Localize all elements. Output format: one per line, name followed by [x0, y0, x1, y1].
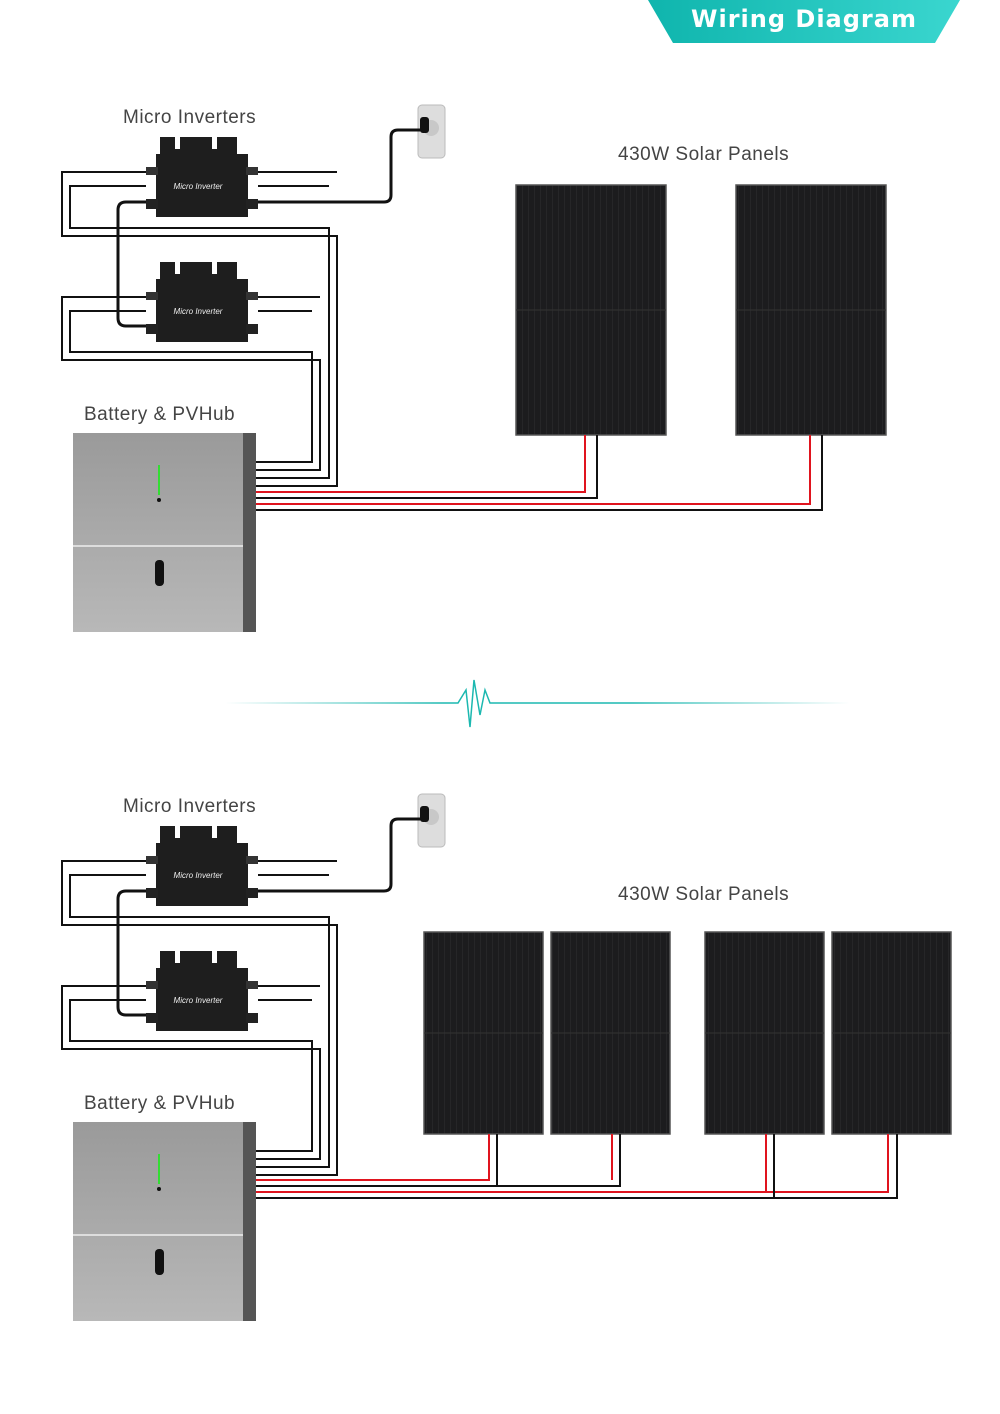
pv-negative-wire — [256, 1134, 775, 1199]
dc-wire — [69, 185, 330, 479]
inverter-model-text: Micro Inverter — [174, 996, 223, 1005]
battery-label: Battery & PVHub — [84, 1093, 236, 1114]
inverters-label: Micro Inverters — [123, 107, 257, 128]
dc-wire — [61, 985, 321, 1160]
solar-panel — [704, 931, 825, 1135]
section-separator — [225, 679, 850, 728]
pv-negative-wire — [256, 435, 823, 511]
pv-negative-wire — [256, 435, 598, 499]
dc-wire — [69, 310, 313, 463]
power-button — [155, 1249, 164, 1275]
panels-label: 430W Solar Panels — [618, 144, 790, 165]
solar-panel — [550, 931, 671, 1135]
solar-panel — [831, 931, 952, 1135]
micro-inverter: Micro Inverter — [146, 826, 258, 906]
solar-panel — [515, 184, 667, 436]
solar-panel — [735, 184, 887, 436]
inverter-model-text: Micro Inverter — [174, 307, 223, 316]
solar-panel — [423, 931, 544, 1135]
banner-shape — [648, 0, 960, 43]
inverter-model-text: Micro Inverter — [174, 871, 223, 880]
micro-inverter: Micro Inverter — [146, 951, 258, 1031]
dc-wire — [61, 296, 321, 471]
inverters-label: Micro Inverters — [123, 796, 257, 817]
micro-inverter: Micro Inverter — [146, 137, 258, 217]
pv-positive-wire — [256, 1134, 767, 1193]
wall-socket — [417, 793, 446, 848]
battery-pvhub — [73, 433, 256, 632]
ac-cable — [258, 128, 422, 204]
dc-wire — [61, 860, 338, 1176]
dc-wire — [69, 999, 313, 1152]
dc-wire — [69, 874, 330, 1168]
power-button — [155, 560, 164, 586]
panels-label: 430W Solar Panels — [618, 884, 790, 905]
micro-inverter: Micro Inverter — [146, 262, 258, 342]
battery-pvhub — [73, 1122, 256, 1321]
pv-negative-wire — [497, 1134, 621, 1187]
pv-positive-wire — [256, 435, 586, 493]
ac-cable — [258, 817, 422, 893]
inverter-model-text: Micro Inverter — [174, 182, 223, 191]
header-title: Wiring Diagram — [691, 5, 917, 33]
header-banner: Wiring Diagram — [648, 0, 960, 43]
daisy-chain-cable — [116, 889, 146, 1017]
battery-label: Battery & PVHub — [84, 404, 236, 425]
battery-level-indicator — [158, 465, 160, 495]
pv-positive-wire — [256, 435, 811, 505]
dc-wire — [61, 171, 338, 487]
daisy-chain-cable — [116, 200, 146, 328]
wall-socket — [417, 104, 446, 159]
pv-positive-wire — [256, 1134, 490, 1181]
battery-level-indicator — [158, 1154, 160, 1184]
pv-positive-wire — [766, 1134, 889, 1193]
pv-negative-wire — [774, 1134, 898, 1199]
